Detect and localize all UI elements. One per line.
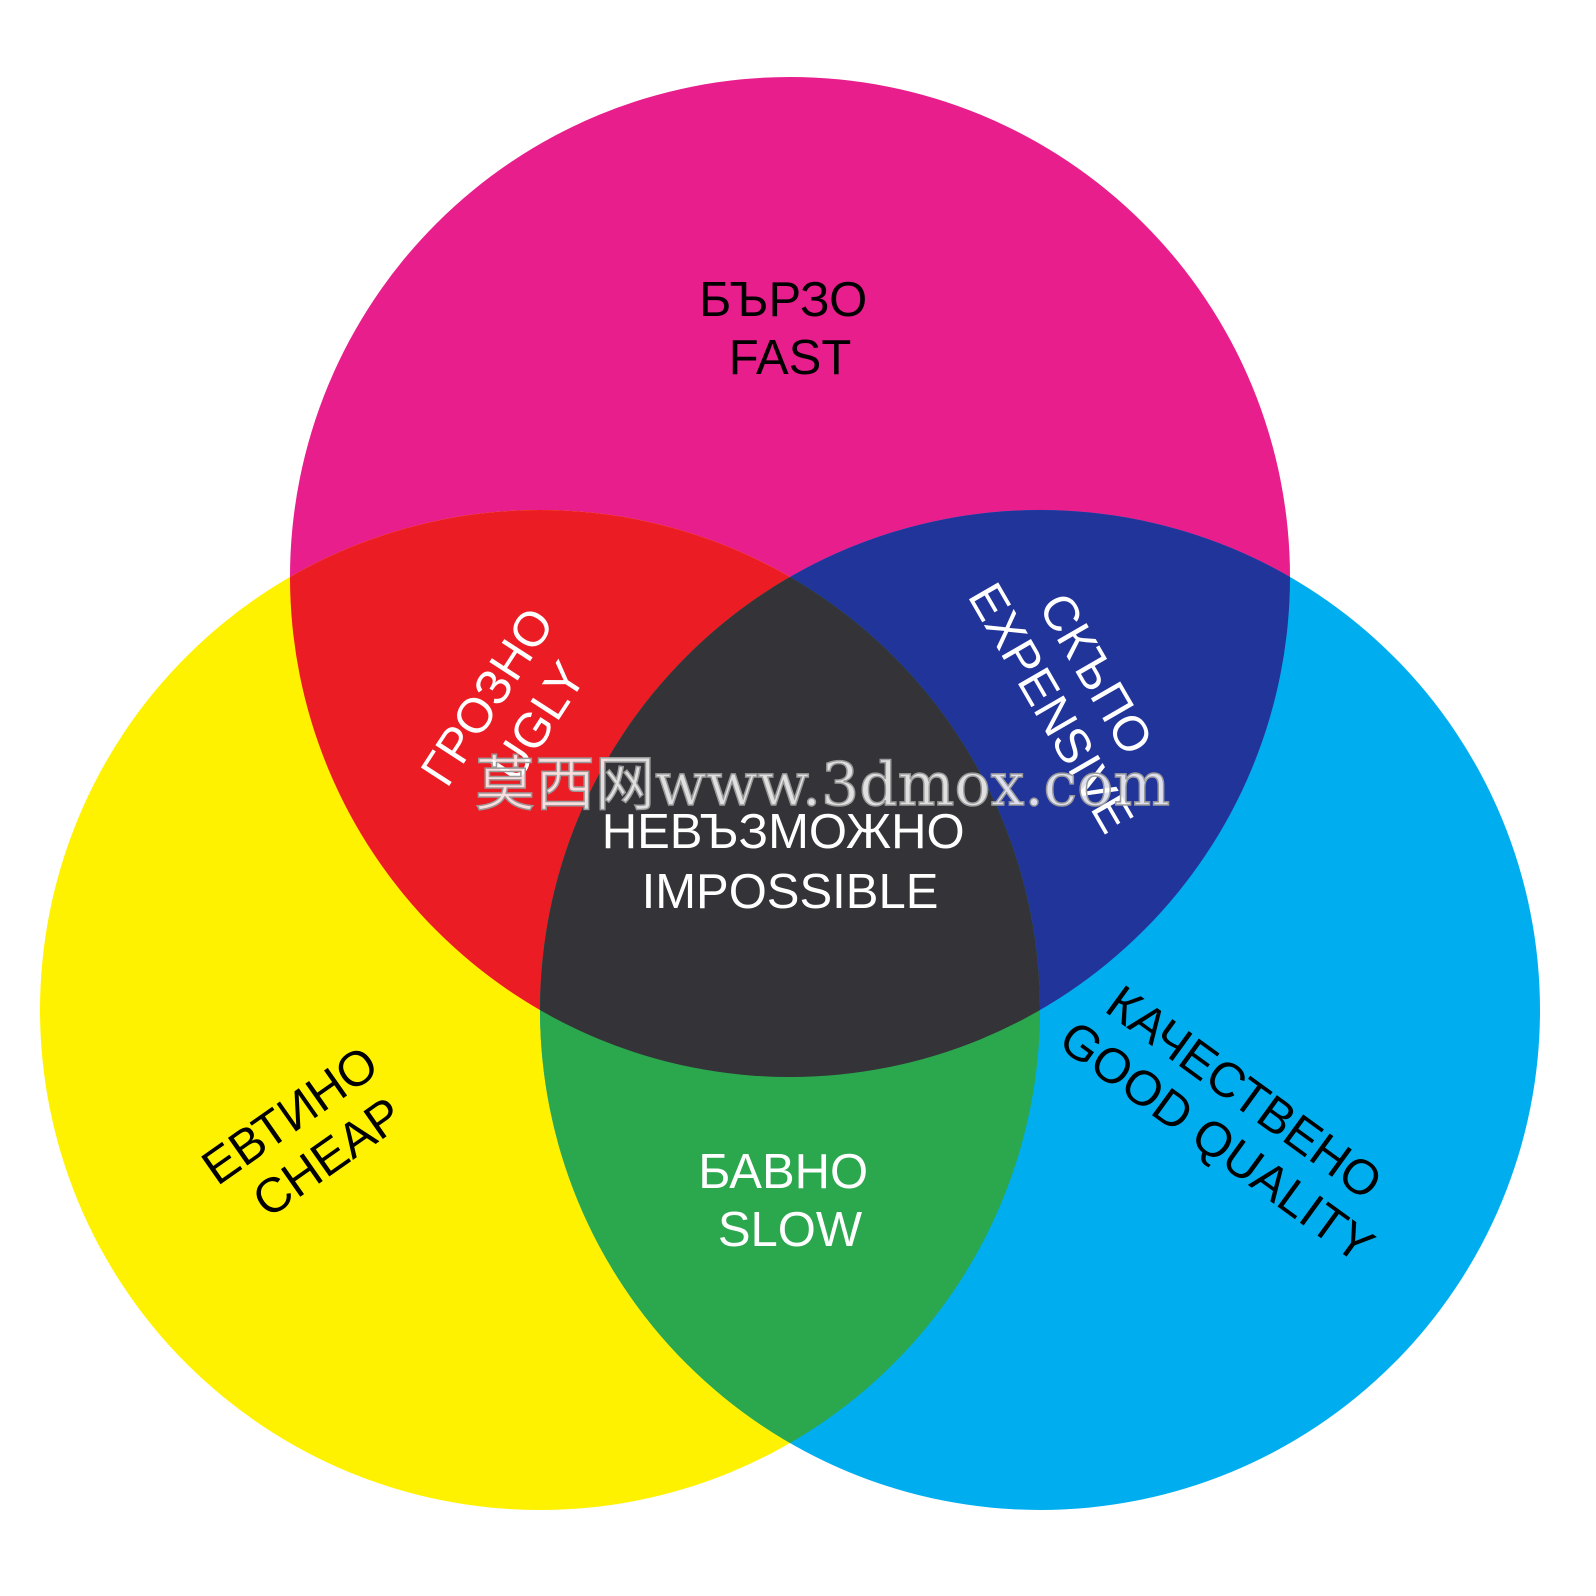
slow-label-bg: БАВНО (698, 1145, 868, 1199)
fast-label-en: FAST (729, 331, 852, 385)
center-overlap (540, 510, 1040, 1077)
slow-label-en: SLOW (718, 1203, 863, 1257)
watermark-text: 莫西网www.3dmox.com (475, 750, 1170, 820)
impossible-label-en: IMPOSSIBLE (642, 865, 939, 919)
slow-label: БАВНО SLOW (698, 1145, 882, 1257)
impossible-label-bg: НЕВЪЗМОЖНО (602, 805, 965, 859)
fast-label-bg: БЪРЗО (699, 273, 867, 327)
fast-label: БЪРЗО FAST (699, 273, 881, 385)
impossible-label: НЕВЪЗМОЖНО IMPOSSIBLE (602, 805, 979, 919)
